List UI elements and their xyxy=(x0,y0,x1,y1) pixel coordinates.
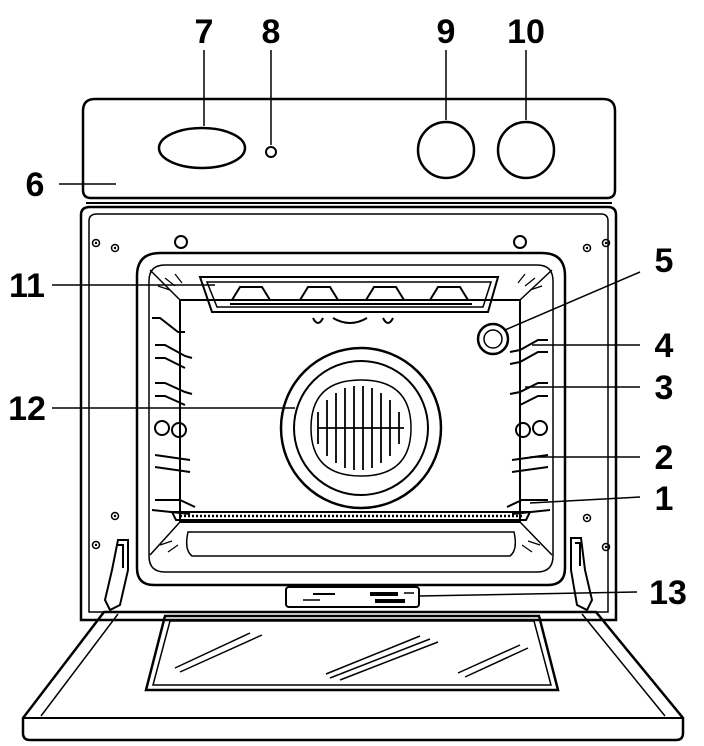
callout-7: 7 xyxy=(195,13,214,51)
callout-5: 5 xyxy=(655,242,674,280)
right-shelf-supports xyxy=(506,339,551,515)
callout-2: 2 xyxy=(655,439,674,477)
callout-9: 9 xyxy=(437,13,456,51)
door-hinges xyxy=(103,537,594,612)
wire-rack xyxy=(170,511,532,521)
leader-lines xyxy=(52,50,641,597)
rating-plate xyxy=(285,586,420,608)
door-window xyxy=(144,614,560,692)
oven-door xyxy=(21,610,685,742)
indicator-light xyxy=(265,146,277,158)
callout-4: 4 xyxy=(655,327,674,365)
callout-3: 3 xyxy=(655,369,674,407)
screw-icon xyxy=(91,238,611,552)
control-panel xyxy=(81,97,617,204)
callout-11: 11 xyxy=(9,267,45,305)
temperature-knob[interactable] xyxy=(496,120,556,180)
callout-13: 13 xyxy=(649,574,687,612)
fan-cover xyxy=(279,346,443,510)
top-heating-element xyxy=(198,276,500,324)
oven-lamp xyxy=(476,322,510,356)
callout-6: 6 xyxy=(26,166,45,204)
oven-cavity xyxy=(135,251,567,587)
callout-10: 10 xyxy=(507,13,545,51)
callout-1: 1 xyxy=(655,480,674,518)
callouts: 7 8 9 10 6 11 5 4 3 12 2 1 13 xyxy=(8,13,687,612)
display-window xyxy=(157,126,247,170)
callout-8: 8 xyxy=(262,13,281,51)
left-shelf-supports xyxy=(151,317,196,515)
oven-frame xyxy=(79,205,618,622)
function-selector-knob[interactable] xyxy=(416,120,476,180)
callout-12: 12 xyxy=(8,390,46,428)
